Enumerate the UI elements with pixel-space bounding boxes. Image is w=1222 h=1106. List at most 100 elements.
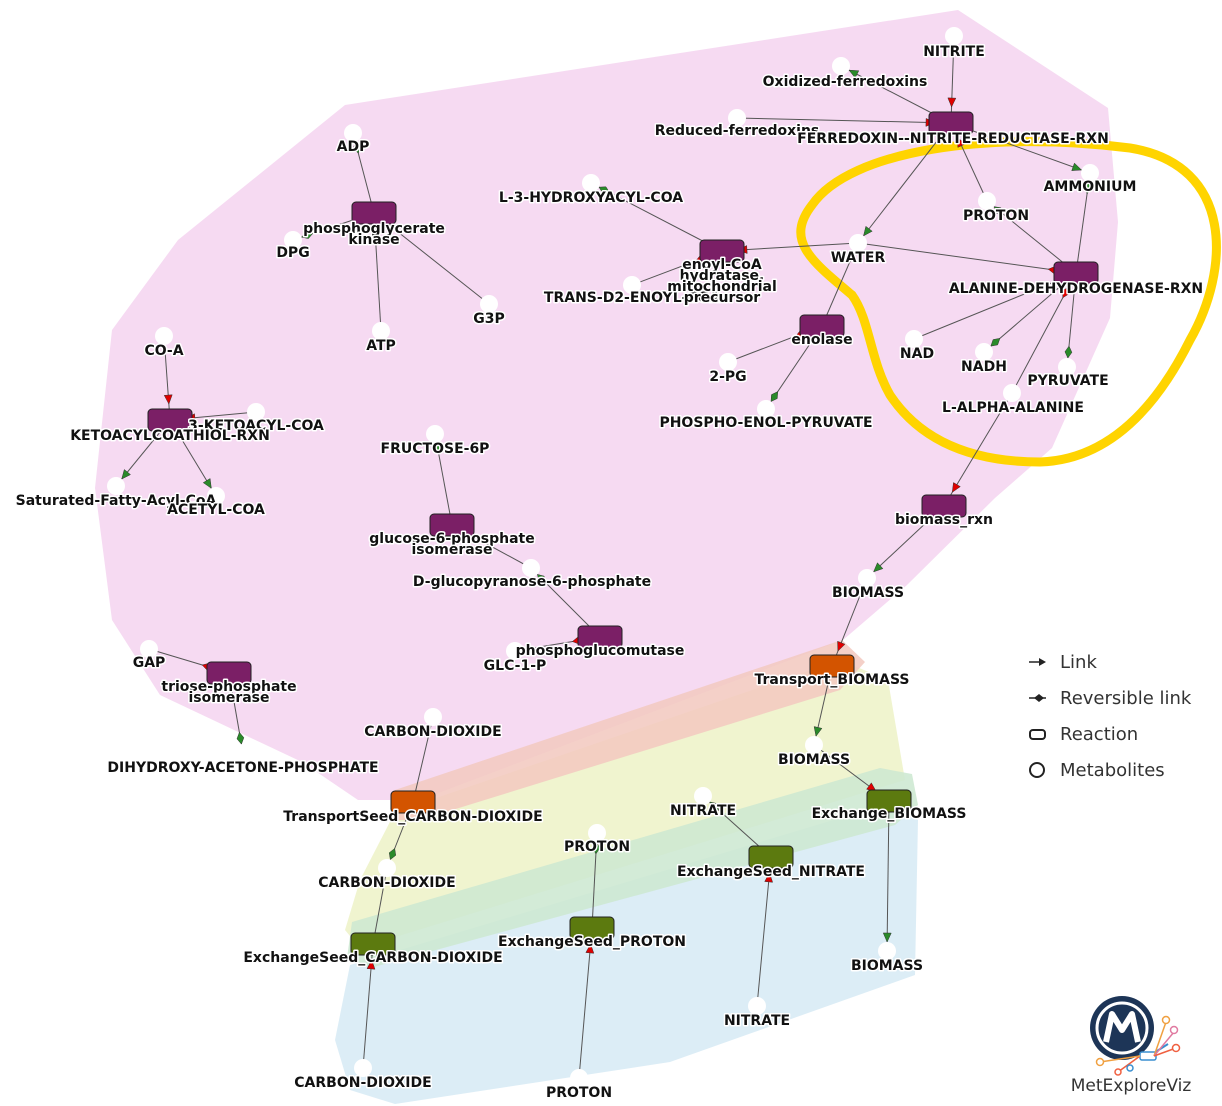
edge-nad-alanine-dehydrogenase[interactable] [913, 272, 1077, 340]
label-biomass-2: BIOMASS [778, 752, 850, 768]
reaction-phosphoglycerate-kinase[interactable] [351, 201, 397, 225]
metabolite-proton-top[interactable] [978, 192, 996, 210]
metabolite-acetyl-coa[interactable] [207, 487, 225, 505]
metabolite-l-3-hydroxyacyl-coa[interactable] [582, 174, 600, 192]
reaction-phosphoglucomutase[interactable] [577, 625, 623, 649]
metabolite-water[interactable] [849, 234, 867, 252]
edge-carbon-dioxide-2-exchangeseed-co2[interactable] [372, 867, 388, 945]
reversible-link-arrow [236, 731, 245, 745]
metabolite-phospho-enol-pyruvate[interactable] [757, 400, 775, 418]
edge-carbon-dioxide-1-transportseed-co2[interactable] [412, 716, 434, 803]
label-phosphoglucomutase: phosphoglucomutase [516, 643, 685, 659]
metabolite-biomass-1[interactable] [858, 569, 876, 587]
link-arrow [848, 69, 860, 79]
label-alanine-dehydrogenase: ALANINE-DEHYDROGENASE-RXN [949, 281, 1203, 297]
reaction-exchangeseed-nitrate[interactable] [748, 845, 794, 869]
metabolite-oxidized-ferredoxins[interactable] [832, 57, 850, 75]
metabolite-proton-mid[interactable] [588, 824, 606, 842]
label-l-alpha-alanine: L-ALPHA-ALANINE [942, 400, 1084, 416]
legend-reversible-link: Reversible link [1028, 680, 1218, 716]
label-enolase: enolase [791, 332, 852, 348]
reaction-biomass-rxn[interactable] [921, 494, 967, 518]
edge-exchange-biomass-biomass-3[interactable] [886, 800, 890, 952]
metabolite-l-alpha-alanine[interactable] [1003, 384, 1021, 402]
brand-name: MetExploreViz [1070, 1076, 1192, 1096]
reaction-ferredoxin-nitrite-reductase[interactable] [928, 111, 974, 135]
metabolite-pyruvate[interactable] [1058, 358, 1076, 376]
label-water: WATER [831, 250, 886, 266]
legend-link-label: Link [1060, 651, 1097, 673]
edge-reduced-ferredoxins-ferredoxin-nitrite-reductase[interactable] [736, 117, 952, 124]
label-dihydroxy-acetone-phosphate: DIHYDROXY-ACETONE-PHOSPHATE [107, 760, 378, 776]
metabolite-biomass-3[interactable] [878, 942, 896, 960]
reaction-triose-phosphate-isomerase[interactable] [206, 661, 252, 685]
label-line: precursor [684, 290, 761, 306]
reaction-transportseed-co2[interactable] [390, 790, 436, 814]
legend-reaction-label: Reaction [1060, 723, 1139, 745]
metabolite-dpg[interactable] [284, 231, 302, 249]
metabolite-co-a[interactable] [155, 327, 173, 345]
metabolite-trans-d2-enoyl-coa[interactable] [623, 276, 641, 294]
metabolite-biomass-2[interactable] [805, 736, 823, 754]
metabolite-nadh[interactable] [975, 343, 993, 361]
metabolite-gap[interactable] [140, 640, 158, 658]
reaction-exchange-biomass[interactable] [866, 789, 912, 813]
reaction-exchangeseed-co2[interactable] [350, 932, 396, 956]
edge-nitrite-ferredoxin-nitrite-reductase[interactable] [950, 35, 955, 124]
edge-l-3-hydroxyacyl-coa-enoyl-coa-hydratase[interactable] [590, 182, 723, 252]
reversible-link-arrow [388, 847, 397, 861]
label-fructose-6p: FRUCTOSE-6P [381, 441, 490, 457]
reversible-link-arrow [1062, 286, 1069, 299]
reaction-enolase[interactable] [799, 314, 845, 338]
edges-layer [115, 35, 1092, 1079]
metabolite-dihydroxy-acetone-phosphate[interactable] [234, 744, 252, 762]
metabolite-nitrate-1[interactable] [694, 787, 712, 805]
edge-ferredoxin-nitrite-reductase-proton-top[interactable] [950, 122, 988, 202]
metabolite-fructose-6p[interactable] [426, 425, 444, 443]
label-pyruvate: PYRUVATE [1027, 373, 1108, 389]
reaction-glucose-6-phosphate-isomerase[interactable] [429, 513, 475, 537]
label-carbon-dioxide-1: CARBON-DIOXIDE [364, 724, 501, 740]
label-ammonium: AMMONIUM [1044, 179, 1137, 195]
metabolite-carbon-dioxide-3[interactable] [354, 1059, 372, 1077]
reaction-alanine-dehydrogenase[interactable] [1053, 261, 1099, 285]
metabolite-carbon-dioxide-1[interactable] [424, 708, 442, 726]
edge-atp-phosphoglycerate-kinase[interactable] [373, 212, 382, 332]
metabolite-2-pg[interactable] [719, 353, 737, 371]
legend-metabolites: Metabolites [1028, 752, 1218, 788]
reaction-enoyl-coa-hydratase[interactable] [699, 239, 745, 263]
metabolite-d-glucopyranose-6-phosphate[interactable] [522, 559, 540, 577]
label-line: enoyl-CoA [682, 257, 762, 273]
edge-water-alanine-dehydrogenase[interactable] [857, 242, 1077, 274]
reaction-transport-biomass[interactable] [809, 654, 855, 678]
metabolite-ammonium[interactable] [1081, 164, 1099, 182]
metabolite-carbon-dioxide-2[interactable] [378, 859, 396, 877]
metabolite-glc-1-p[interactable] [506, 642, 524, 660]
label-atp: ATP [366, 338, 396, 354]
edge-g3p-phosphoglycerate-kinase[interactable] [373, 212, 490, 305]
reaction-shape-icon [1028, 724, 1060, 744]
metabolite-saturated-fatty-acyl-coa[interactable] [107, 477, 125, 495]
metabolite-nad[interactable] [905, 330, 923, 348]
metabolite-3-ketoacyl-coa[interactable] [247, 403, 265, 421]
label-line: glucose-6-phosphate [369, 531, 534, 547]
legend: Link Reversible link Reaction Metabolite… [1028, 644, 1218, 788]
metabolite-nitrate-2[interactable] [748, 997, 766, 1015]
metabolite-nitrite[interactable] [945, 27, 963, 45]
link-arrow [957, 136, 966, 148]
reversible-link-arrow [1084, 181, 1092, 195]
label-nitrate-1: NITRATE [670, 803, 736, 819]
metabolite-adp[interactable] [344, 124, 362, 142]
reaction-exchangeseed-proton[interactable] [569, 916, 615, 940]
edge-co-a-ketoacylcoathiol[interactable] [163, 335, 171, 421]
edge-ferredoxin-nitrite-reductase-ammonium[interactable] [950, 122, 1091, 174]
edge-ferredoxin-nitrite-reductase-water[interactable] [857, 122, 952, 244]
metabolite-atp[interactable] [372, 322, 390, 340]
metabolite-proton-bottom[interactable] [570, 1069, 588, 1087]
metabolite-reduced-ferredoxins[interactable] [728, 109, 746, 127]
legend-link: Link [1028, 644, 1218, 680]
metabolite-g3p[interactable] [480, 295, 498, 313]
reaction-ketoacylcoathiol[interactable] [147, 408, 193, 432]
